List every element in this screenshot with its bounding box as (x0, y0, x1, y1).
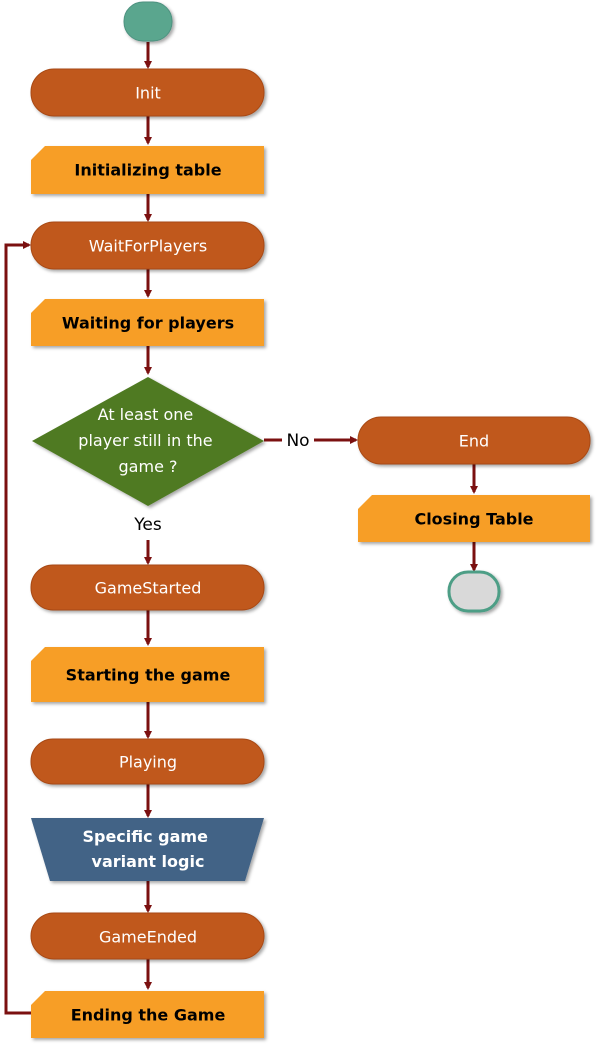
state-game-started: GameStarted (30, 564, 265, 611)
action-ending-the-game-label: Ending the Game (71, 1006, 226, 1025)
state-init-label: Init (135, 84, 161, 103)
state-game-ended: GameEnded (30, 912, 265, 960)
end-terminator-icon (447, 570, 501, 613)
decision-players-remaining-text: At least one player still in the game ? (78, 405, 217, 476)
process-specific-variant-logic: Specific game variant logic (31, 818, 264, 881)
state-game-ended-label: GameEnded (99, 928, 197, 947)
decision-line-3: game ? (119, 457, 178, 476)
decision-players-remaining: At least one player still in the game ? (32, 377, 264, 506)
start-terminator-icon (123, 1, 173, 42)
state-wait-for-players: WaitForPlayers (30, 221, 265, 270)
decision-line-2: player still in the (78, 431, 212, 450)
action-waiting-for-players-label: Waiting for players (62, 314, 234, 333)
process-specific-variant-text: Specific game variant logic (82, 827, 213, 871)
action-waiting-for-players: Waiting for players (31, 299, 264, 346)
state-end: End (357, 416, 591, 465)
action-starting-the-game: Starting the game (31, 647, 264, 702)
state-game-started-label: GameStarted (95, 579, 202, 598)
decision-line-1: At least one (98, 405, 194, 424)
state-playing-label: Playing (119, 753, 177, 772)
variant-line-1: Specific game (82, 827, 208, 846)
state-wait-for-players-label: WaitForPlayers (89, 237, 207, 256)
no-label-bg (282, 430, 314, 452)
action-initializing-table-label: Initializing table (74, 161, 221, 180)
state-init: Init (30, 68, 265, 117)
action-closing-table-label: Closing Table (414, 510, 533, 529)
action-ending-the-game: Ending the Game (31, 991, 264, 1038)
edge-label-yes: Yes (133, 515, 162, 535)
edge-label-no: No (286, 431, 309, 451)
action-closing-table: Closing Table (358, 495, 590, 542)
state-playing: Playing (30, 738, 265, 785)
edge-loop-back (4, 241, 31, 1015)
variant-line-2: variant logic (92, 852, 205, 871)
action-initializing-table: Initializing table (31, 146, 264, 194)
action-starting-the-game-label: Starting the game (66, 666, 231, 685)
state-end-label: End (459, 432, 489, 451)
